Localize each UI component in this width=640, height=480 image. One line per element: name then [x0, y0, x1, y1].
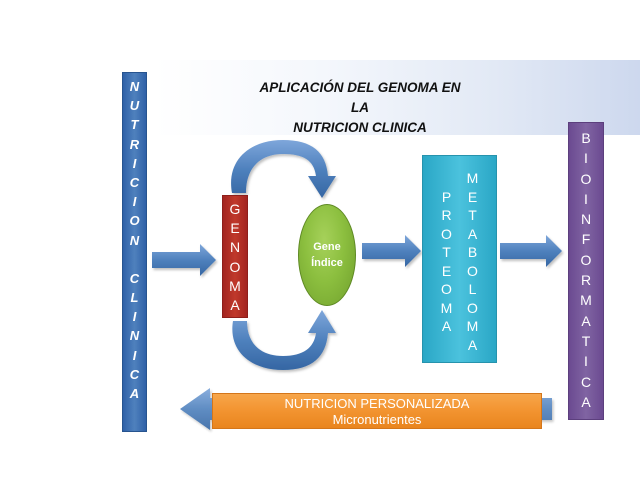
title-line-1: APLICACIÓN DEL GENOMA EN LA	[259, 80, 461, 115]
letter: B	[581, 130, 591, 146]
letter: I	[584, 353, 588, 370]
bioinformatica-bar: B I O I N F O R M A T I C A	[568, 122, 604, 420]
letter: B	[467, 244, 478, 260]
letter: U	[129, 98, 140, 114]
letter: A	[581, 312, 591, 329]
letter: F	[581, 231, 591, 248]
letter: A	[467, 336, 478, 353]
letter: M	[466, 170, 479, 186]
diagram-title: APLICACIÓN DEL GENOMA EN LA NUTRICION CL…	[250, 78, 470, 138]
letter: C	[129, 174, 140, 190]
letter: I	[132, 194, 137, 210]
letter: C	[129, 366, 140, 382]
letter: E	[230, 220, 240, 237]
letter: G	[229, 201, 241, 217]
curved-arrow-bottom	[232, 310, 336, 370]
arrow-to-proteoma	[362, 235, 421, 267]
gene-label-line-1: Gene	[313, 241, 341, 253]
letter: A	[230, 296, 240, 313]
letter: A	[441, 318, 452, 334]
letter: L	[468, 281, 477, 297]
letter: I	[132, 347, 137, 363]
letter: R	[580, 272, 592, 289]
nutricion-personalizada-bar: NUTRICION PERSONALIZADA Micronutrientes	[212, 393, 542, 429]
letter: M	[229, 277, 241, 294]
letter: N	[229, 239, 241, 256]
letter: O	[129, 213, 140, 229]
letter: A	[129, 386, 140, 401]
genoma-box: G E N O M A	[222, 195, 248, 318]
letter: L	[130, 290, 139, 306]
letter: N	[129, 79, 140, 94]
letter: I	[132, 309, 137, 325]
letter: E	[467, 188, 478, 205]
nutricion-clinica-bar: N U T R I C I O N C L I N I C A	[122, 72, 147, 432]
letter: I	[132, 155, 137, 171]
letter: P	[441, 188, 452, 205]
letter: N	[129, 232, 140, 248]
letter: N	[129, 328, 140, 344]
title-line-2: NUTRICION CLINICA	[293, 120, 427, 135]
letter: I	[584, 150, 588, 167]
gene-indice-ellipse: Gene Índice	[298, 204, 356, 306]
metaboloma-column: M E T A B O L O M A	[465, 171, 481, 356]
letter: M	[580, 292, 592, 309]
letter: O	[467, 262, 478, 279]
arrow-to-bioinformatica	[500, 235, 562, 267]
title-background	[155, 60, 640, 135]
letter: T	[468, 207, 477, 223]
gene-label-line-2: Índice	[311, 257, 343, 269]
orange-bar-line-2: Micronutrientes	[332, 412, 422, 427]
letter: N	[580, 211, 592, 228]
letter: R	[441, 207, 452, 223]
arrow-to-genoma	[152, 244, 216, 276]
letter: I	[584, 190, 588, 207]
letter: T	[581, 332, 591, 349]
curved-arrow-top	[231, 140, 336, 198]
letter: T	[130, 117, 139, 133]
letter: C	[129, 270, 140, 286]
letter: O	[580, 251, 592, 268]
proteoma-metaboloma-box: P R O T E O M A M E T A B O L O M A	[422, 155, 497, 363]
letter: O	[580, 170, 592, 187]
letter: O	[229, 258, 241, 275]
orange-bar-line-1: NUTRICION PERSONALIZADA	[284, 396, 470, 411]
letter: M	[466, 318, 479, 334]
proteoma-column: P R O T E O M A	[439, 190, 455, 338]
letter: R	[129, 136, 140, 152]
letter: E	[441, 262, 452, 279]
letter: M	[440, 299, 453, 316]
letter: O	[467, 299, 478, 316]
letter: A	[581, 393, 591, 410]
letter: O	[441, 281, 452, 297]
letter: C	[580, 373, 592, 390]
letter: T	[442, 244, 451, 260]
letter: O	[441, 225, 452, 242]
letter: A	[467, 225, 478, 242]
